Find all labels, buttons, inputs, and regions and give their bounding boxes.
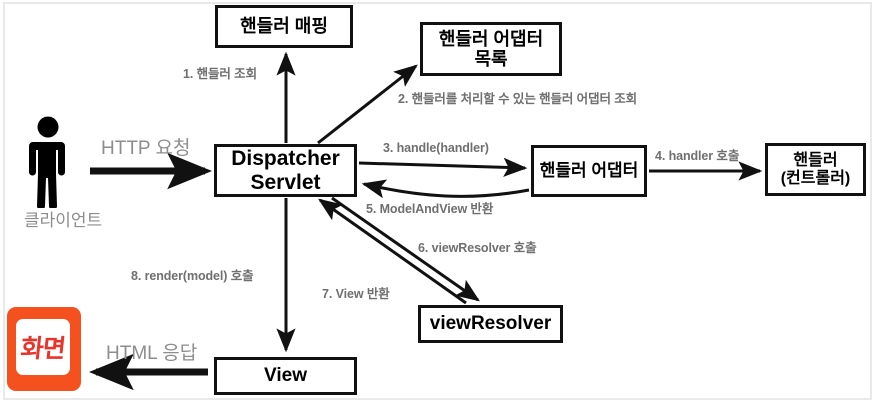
node-handler-mapping[interactable]: 핸들러 매핑 <box>215 5 353 48</box>
arrow-step-3 <box>358 157 528 177</box>
screen-icon-glyph: 화면 <box>19 334 67 363</box>
screen-icon: 화면 <box>7 307 81 391</box>
label-step-8: 8. render(model) 호출 <box>131 269 254 283</box>
label-http-request: HTTP 요청 <box>101 138 191 159</box>
node-dispatcher-servlet[interactable]: Dispatcher Servlet <box>214 144 357 197</box>
arrow-step-7 <box>318 198 467 305</box>
arrow-step-6 <box>331 196 480 302</box>
arrow-step-5 <box>361 179 530 199</box>
label-step-4: 4. handler 호출 <box>655 149 740 163</box>
node-handler-controller[interactable]: 핸들러 (컨트롤러) <box>765 143 866 196</box>
label-step-7: 7. View 반환 <box>322 287 390 301</box>
node-handler-adapter[interactable]: 핸들러 어댑터 <box>531 145 647 197</box>
node-view[interactable]: View <box>214 357 357 395</box>
client-label: 클라이언트 <box>24 211 103 230</box>
person-icon <box>26 116 70 210</box>
label-html-response: HTML 응답 <box>106 343 198 364</box>
label-step-6: 6. viewResolver 호출 <box>418 241 537 255</box>
arrow-step-2 <box>317 64 418 145</box>
label-step-1: 1. 핸들러 조회 <box>183 67 257 81</box>
label-step-2: 2. 핸들러를 처리할 수 있는 핸들러 어댑터 조회 <box>398 92 638 106</box>
label-step-5: 5. ModelAndView 반환 <box>366 202 494 216</box>
label-step-3: 3. handle(handler) <box>383 141 489 155</box>
node-view-resolver[interactable]: viewResolver <box>418 305 563 343</box>
screen-icon-panel: 화면 <box>16 319 70 375</box>
node-handler-adapter-list[interactable]: 핸들러 어댑터 목록 <box>420 22 562 76</box>
